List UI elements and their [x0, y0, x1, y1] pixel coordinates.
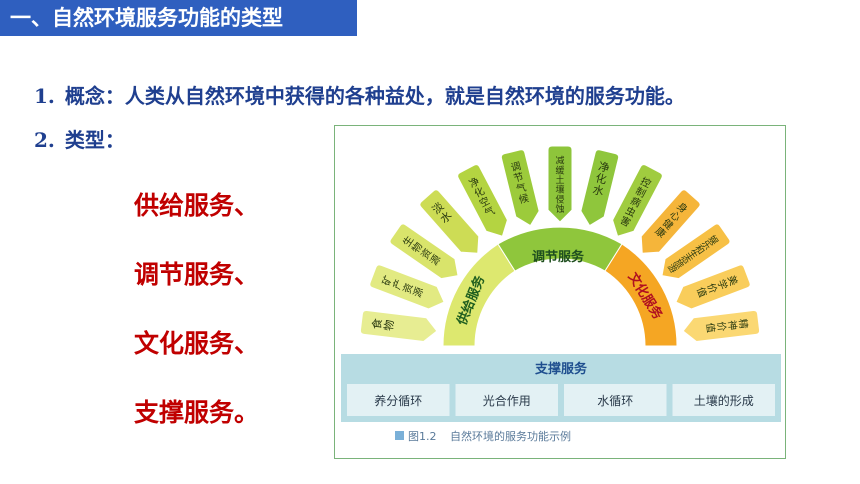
culture-band — [604, 243, 678, 347]
support-cell — [455, 384, 558, 416]
support-cell-label: 土壤的形成 — [694, 393, 754, 408]
petal-shape — [389, 223, 459, 280]
petal-label: 矿产资源 — [379, 273, 426, 299]
service-petal: 调节气候 — [500, 149, 540, 227]
petal-shape — [612, 164, 663, 237]
type-supply: 供给服务、 — [134, 191, 260, 220]
point-number: 1. — [34, 84, 55, 108]
support-cell-label: 养分循环 — [374, 393, 422, 408]
service-petal: 净化水 — [580, 149, 620, 227]
point-number: 2. — [34, 128, 55, 152]
service-petal: 生物资源 — [389, 223, 459, 280]
petal-label: 食物 — [369, 318, 396, 332]
service-petal: 食物 — [359, 309, 438, 343]
petal-label: 美学价值 — [694, 273, 741, 299]
petal-shape — [682, 309, 761, 343]
service-petal: 娱乐和生态旅游 — [661, 223, 731, 280]
service-petal: 美学价值 — [675, 264, 751, 310]
petal-label: 精神价值 — [704, 318, 751, 333]
service-petal: 控制病虫害 — [612, 164, 663, 237]
support-cell-label: 水循环 — [597, 394, 633, 408]
petal-shape — [500, 149, 540, 227]
petal-shape — [675, 264, 751, 310]
support-cell — [347, 384, 450, 416]
petal-shape — [369, 264, 445, 310]
service-petal: 矿产资源 — [369, 264, 445, 310]
type-regulate: 调节服务、 — [134, 260, 260, 289]
support-cell-label: 光合作用 — [483, 393, 531, 408]
type-support: 支撑服务。 — [134, 398, 260, 427]
petal-label: 净化水 — [591, 159, 611, 199]
type-point: 2. 类型： — [34, 124, 125, 153]
petal-shape — [661, 223, 731, 280]
service-petal: 净化空气 — [457, 164, 508, 237]
service-petal: 身心健康 — [640, 189, 701, 254]
caption-number: 图1.2 — [408, 430, 437, 443]
caption-marker — [395, 431, 404, 440]
service-petal: 淡水 — [419, 189, 480, 254]
petal-shape — [419, 189, 480, 254]
petal-shape — [547, 145, 573, 223]
service-petal: 减缓土壤侵蚀 — [547, 145, 573, 223]
concept-point: 1. 概念：人类从自然环境中获得的各种益处，就是自然环境的服务功能。 — [34, 80, 685, 109]
point-text: 概念：人类从自然环境中获得的各种益处，就是自然环境的服务功能。 — [64, 84, 685, 108]
support-cell — [564, 384, 667, 416]
service-petal: 精神价值 — [682, 309, 761, 343]
petal-label: 调节气候 — [510, 160, 530, 206]
type-culture: 文化服务、 — [134, 329, 260, 358]
arc-label-regulate: 调节服务 — [532, 249, 585, 265]
petals-layer: 食物 矿产资源生物资源淡水净化空气调节气候 减缓土壤侵蚀 净化水控制病虫害身心健康娱乐… — [359, 145, 761, 343]
support-cells: 养分循环 光合作用 水循环 土壤的形成 — [347, 384, 775, 416]
petal-shape — [580, 149, 620, 227]
petal-label: 减缓土壤侵蚀 — [555, 155, 564, 215]
point-text: 类型： — [64, 128, 125, 152]
petal-shape — [640, 189, 701, 254]
petal-shape — [359, 309, 438, 343]
services-diagram: 食物 矿产资源生物资源淡水净化空气调节气候 减缓土壤侵蚀 净化水控制病虫害身心健康娱乐… — [341, 145, 781, 443]
section-title: 一、自然环境服务功能的类型 — [0, 0, 357, 36]
petal-shape — [457, 164, 508, 237]
caption-text: 自然环境的服务功能示例 — [450, 429, 571, 443]
ecosystem-services-figure: 食物 矿产资源生物资源淡水净化空气调节气候 减缓土壤侵蚀 净化水控制病虫害身心健康娱乐… — [334, 125, 786, 459]
support-title: 支撑服务 — [534, 361, 588, 377]
support-cell — [672, 384, 775, 416]
